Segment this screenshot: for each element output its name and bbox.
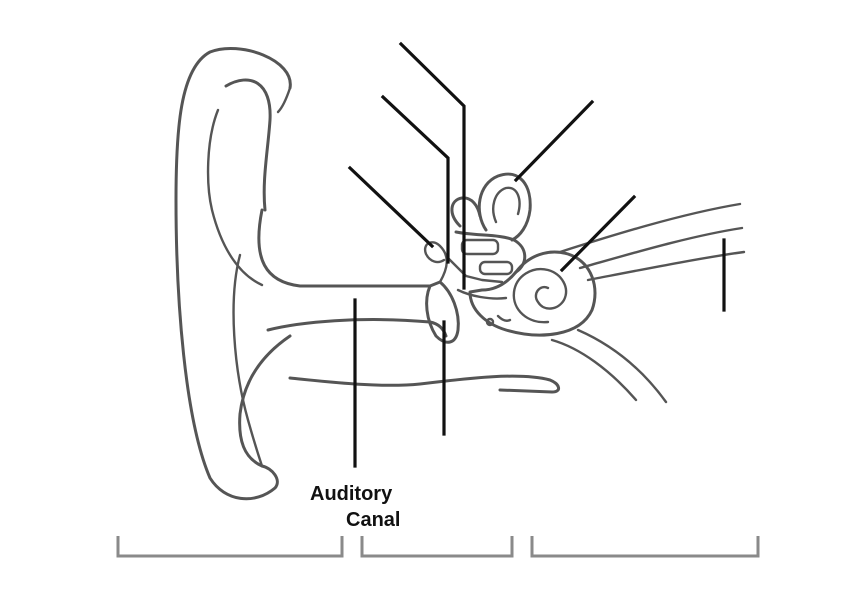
- inner-ear-bracket: [530, 536, 760, 558]
- cochlea: [468, 250, 597, 337]
- pinna: [174, 46, 432, 501]
- label-auditory-canal-line2: Canal: [346, 509, 400, 531]
- semicircular-canals: [450, 172, 532, 276]
- auditory-nerve: [550, 202, 746, 404]
- auditory-canal: [266, 318, 560, 394]
- outer-ear-bracket: [116, 536, 344, 558]
- leader-line-5: [559, 194, 637, 273]
- leader-line-1: [398, 41, 466, 290]
- leader-line-4: [513, 99, 595, 183]
- section-brackets: [116, 536, 760, 558]
- leader-line-3: [347, 165, 435, 249]
- label-auditory-canal-line1: Auditory: [310, 483, 393, 505]
- leader-lines: [347, 41, 726, 468]
- leader-line-2: [380, 94, 450, 264]
- middle-ear-bracket: [360, 536, 514, 558]
